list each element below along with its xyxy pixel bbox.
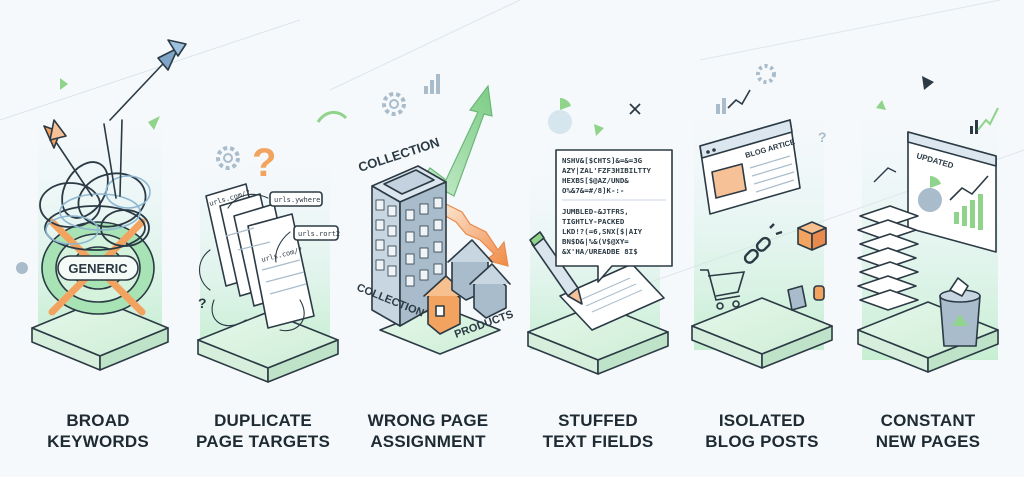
caption-line: DUPLICATE	[214, 411, 312, 430]
caption-line: BROAD	[66, 411, 130, 430]
can-icon	[813, 285, 825, 301]
generic-badge-label: GENERIC	[68, 261, 128, 276]
building-icon	[371, 165, 447, 327]
caption-line: WRONG PAGE	[367, 411, 489, 430]
panel-constant-new-pages: UPDATED	[857, 76, 999, 373]
caption-line: ISOLATED	[718, 411, 806, 430]
caption-wrong-page-assignment: WRONG PAGE ASSIGNMENT	[343, 410, 513, 452]
house-icon	[469, 263, 511, 319]
collection-label: COLLECTION	[356, 134, 441, 174]
paper-sheet	[559, 263, 665, 331]
bubble-text-line: BN$D&|%&(V$@XY=	[562, 237, 629, 247]
bubble-text-line: &X'HA/UREADBE 8I$	[562, 247, 638, 256]
pencil-icon	[529, 231, 583, 305]
caption-broad-keywords: BROAD KEYWORDS	[13, 410, 183, 452]
caption-isolated-blog-posts: ISOLATED BLOG POSTS	[677, 410, 847, 452]
panel-duplicate-page-targets: urls.com/? urls.ywhere urls.rort2 urls.c…	[197, 141, 340, 383]
bubble-text-line: HEXBS[$@AZ/UND&	[562, 176, 629, 185]
caption-duplicate-page-targets: DUPLICATE PAGE TARGETS	[178, 410, 348, 452]
url-tag	[293, 225, 339, 241]
bag-icon	[787, 285, 807, 311]
close-icon	[629, 103, 641, 115]
panel-wrong-page-assignment: COLLECTION COLLECTION PRODUCTS	[316, 74, 515, 355]
pie-icon	[547, 110, 572, 134]
broken-link-icon	[743, 223, 783, 264]
panel-stuffed-text-fields: NSHV&[$CHTS]&=&=3G AZY|ZAL'FZF3HIBILTTY …	[527, 98, 673, 375]
caption-stuffed-text-fields: STUFFED TEXT FIELDS	[513, 410, 683, 452]
bubble-text-line: LKD!?(=6,SNX[$|AIY	[562, 227, 643, 237]
bubble-text-line: JUMBLED-&JTFRS,	[562, 207, 629, 216]
caption-line: ASSIGNMENT	[370, 432, 486, 451]
document-stack	[205, 183, 315, 329]
caption-line: NEW PAGES	[875, 432, 981, 451]
bar-chart-icon	[424, 74, 440, 94]
question-mark-icon: ?	[198, 295, 207, 311]
arrow-icon	[109, 39, 187, 121]
tangled-rope	[39, 161, 150, 251]
panel-isolated-blog-posts: BLOG ARTICE ?	[691, 64, 833, 369]
gear-icon	[756, 64, 776, 84]
box-icon	[797, 221, 827, 251]
bubble-text-line: O%&7&=#/8]K-:-	[562, 186, 624, 195]
updated-window	[907, 131, 997, 253]
url-tag-label: urls.rort2	[298, 230, 340, 238]
bubble-text-line: TIGHTLY-PACKED	[562, 217, 625, 226]
paper-stack	[857, 205, 919, 311]
orange-arrow	[441, 203, 509, 267]
caption-line: STUFFED	[558, 411, 638, 430]
question-mark-icon: ?	[252, 141, 276, 185]
svg-text:?: ?	[818, 129, 827, 145]
line-chart-icon	[716, 89, 751, 114]
bar-chart-icon	[970, 120, 978, 134]
bubble-text-line: NSHV&[$CHTS]&=&=3G	[562, 156, 643, 165]
caption-constant-new-pages: CONSTANT NEW PAGES	[843, 410, 1013, 452]
panel-broad-keywords: GENERIC	[16, 39, 187, 371]
caption-line: TEXT FIELDS	[542, 432, 654, 451]
arrow-icon	[43, 119, 93, 197]
caption-line: KEYWORDS	[47, 432, 149, 451]
blog-article-window	[699, 119, 801, 215]
bubble-text-line: AZY|ZAL'FZF3HIBILTTY	[562, 166, 652, 176]
generic-badge	[57, 255, 139, 281]
text-bubble	[555, 149, 673, 283]
gear-icon	[216, 146, 240, 170]
caption-line: CONSTANT	[880, 411, 976, 430]
url-tag-label: urls.ywhere	[274, 196, 320, 204]
recycle-bin-icon	[939, 277, 981, 347]
cart-icon	[700, 269, 746, 310]
gear-icon	[382, 92, 406, 116]
caption-line: PAGE TARGETS	[195, 432, 330, 451]
url-tag	[269, 191, 323, 207]
caption-line: BLOG POSTS	[705, 432, 819, 451]
